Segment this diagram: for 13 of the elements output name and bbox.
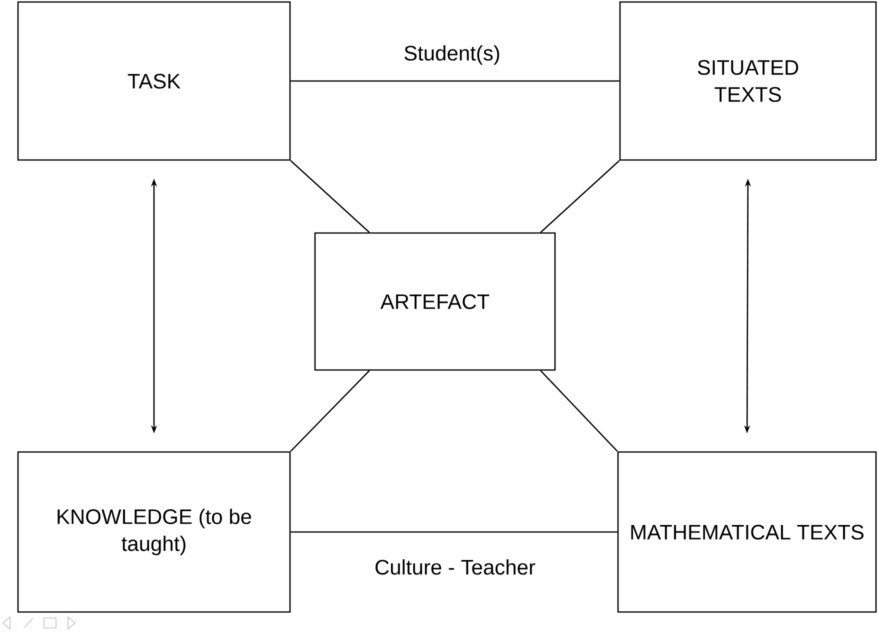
connector-line	[290, 531, 618, 533]
connector-line	[290, 80, 620, 82]
edge-label: Student(s)	[402, 43, 502, 67]
concept-box: MATHEMATICAL TEXTS	[617, 451, 877, 613]
edge-label: Culture - Teacher	[372, 557, 538, 577]
connector-line	[540, 370, 618, 452]
concept-box: KNOWLEDGE (to be taught)	[17, 451, 291, 613]
connector-line	[290, 370, 370, 452]
concept-box: TASK	[17, 1, 291, 161]
connector-line	[540, 160, 620, 233]
concept-box: ARTEFACT	[314, 232, 556, 371]
connector-line	[290, 160, 370, 233]
concept-box: SITUATED TEXTS	[619, 1, 877, 161]
